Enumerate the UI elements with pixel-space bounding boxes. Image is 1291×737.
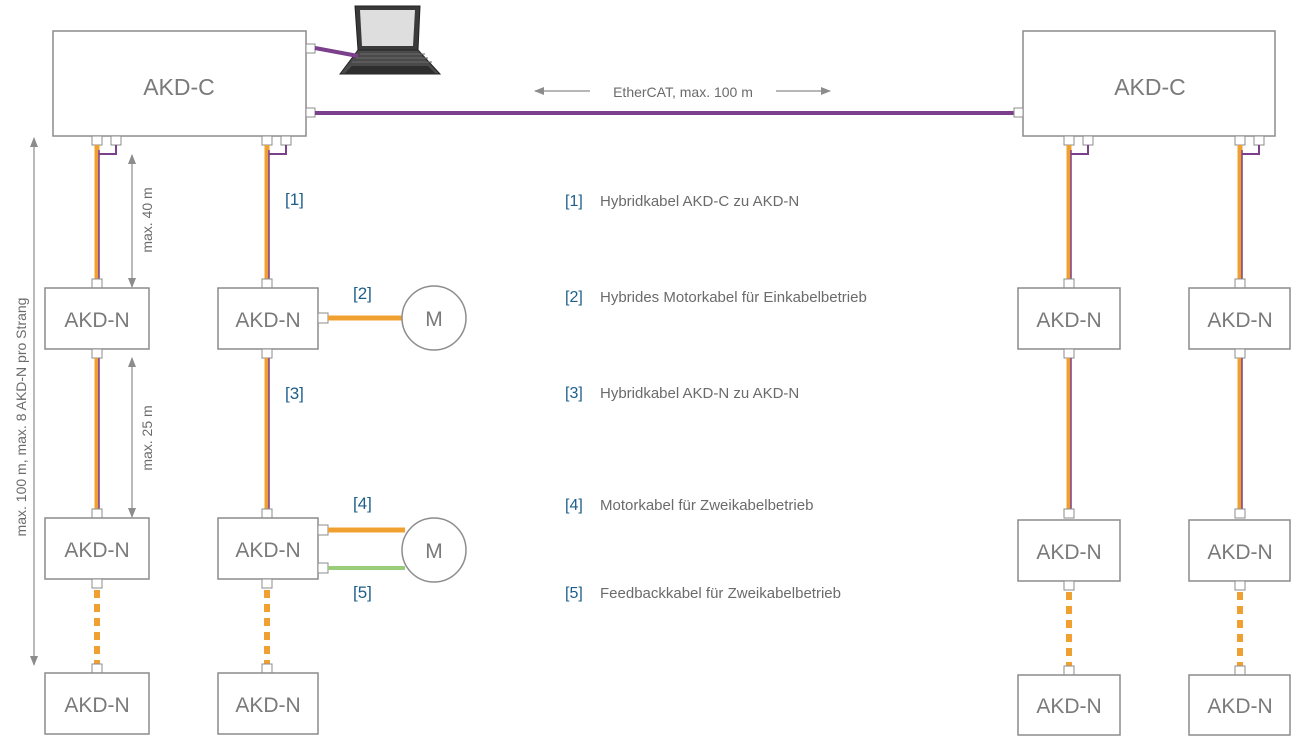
akd-n-box xyxy=(1017,519,1121,582)
legend-text: Feedbackkabel für Zweikabelbetrieb xyxy=(600,585,841,602)
motor-2-label: M xyxy=(425,540,443,563)
akd-c-right-label: AKD-C xyxy=(1114,74,1186,100)
akd-n-box xyxy=(1017,287,1121,350)
akd-n-label: AKD-N xyxy=(235,309,300,332)
motor-1-label: M xyxy=(425,308,443,331)
akd-n-box xyxy=(1188,674,1291,736)
cable-marker-5: [5] xyxy=(353,583,372,602)
cable-marker-3: [3] xyxy=(285,384,304,403)
cable-marker-2: [2] xyxy=(353,284,372,303)
akd-n-label: AKD-N xyxy=(64,539,129,562)
akd-n-label: AKD-N xyxy=(235,694,300,717)
column-3: AKD-N AKD-N AKD-N xyxy=(1017,135,1121,736)
column-2: AKD-N M AKD-N M AKD-N xyxy=(217,135,467,735)
column-1: AKD-N AKD-N AKD-N xyxy=(44,135,150,735)
legend-num: [4] xyxy=(565,497,583,514)
akd-n-label: AKD-N xyxy=(1036,309,1101,332)
strand-dimension-label: max. 100 m, max. 8 AKD-N pro Strang xyxy=(13,298,29,537)
motor-1 xyxy=(401,285,467,351)
akd-n-box xyxy=(1017,674,1121,736)
max-25-label: max. 25 m xyxy=(139,405,155,470)
legend-text: Motorkabel für Zweikabelbetrieb xyxy=(600,497,813,514)
akd-c-left-port-ethercat xyxy=(305,107,316,118)
legend-text: Hybridkabel AKD-C zu AKD-N xyxy=(600,193,799,210)
motor-2 xyxy=(401,517,467,583)
column-4: AKD-N AKD-N AKD-N xyxy=(1188,135,1291,736)
akd-c-right-port-ethercat xyxy=(1013,107,1024,118)
legend-num: [5] xyxy=(565,585,583,602)
laptop-icon xyxy=(339,5,442,75)
legend-num: [1] xyxy=(565,193,583,210)
akd-c-right-box xyxy=(1022,30,1276,137)
akd-c-left-label: AKD-C xyxy=(143,74,215,100)
akd-n-box xyxy=(217,517,319,580)
akd-n-label: AKD-N xyxy=(1207,541,1272,564)
akd-n-label: AKD-N xyxy=(235,539,300,562)
akd-c-left-port-laptop xyxy=(305,43,316,54)
laptop-cable xyxy=(314,46,359,58)
akd-n-box xyxy=(217,287,319,350)
ethercat-label: EtherCAT, max. 100 m xyxy=(613,84,753,100)
legend-text: Hybrides Motorkabel für Einkabelbetrieb xyxy=(600,289,867,306)
legend-num: [3] xyxy=(565,385,583,402)
max-40-label: max. 40 m xyxy=(139,187,155,252)
akd-n-label: AKD-N xyxy=(64,694,129,717)
cable-marker-1: [1] xyxy=(285,190,304,209)
cable-marker-4: [4] xyxy=(353,494,372,513)
akd-n-box xyxy=(44,672,150,735)
akd-n-label: AKD-N xyxy=(64,309,129,332)
legend-text: Hybridkabel AKD-N zu AKD-N xyxy=(600,385,799,402)
akd-n-box xyxy=(44,517,150,580)
akd-n-label: AKD-N xyxy=(1207,309,1272,332)
akd-c-left-box xyxy=(52,30,307,137)
legend: [1] Hybridkabel AKD-C zu AKD-N [2] Hybri… xyxy=(565,193,867,602)
akd-n-box xyxy=(217,672,319,735)
akd-n-label: AKD-N xyxy=(1036,695,1101,718)
akd-n-label: AKD-N xyxy=(1036,541,1101,564)
akd-n-label: AKD-N xyxy=(1207,695,1272,718)
legend-num: [2] xyxy=(565,289,583,306)
akd-n-box xyxy=(1188,287,1291,350)
